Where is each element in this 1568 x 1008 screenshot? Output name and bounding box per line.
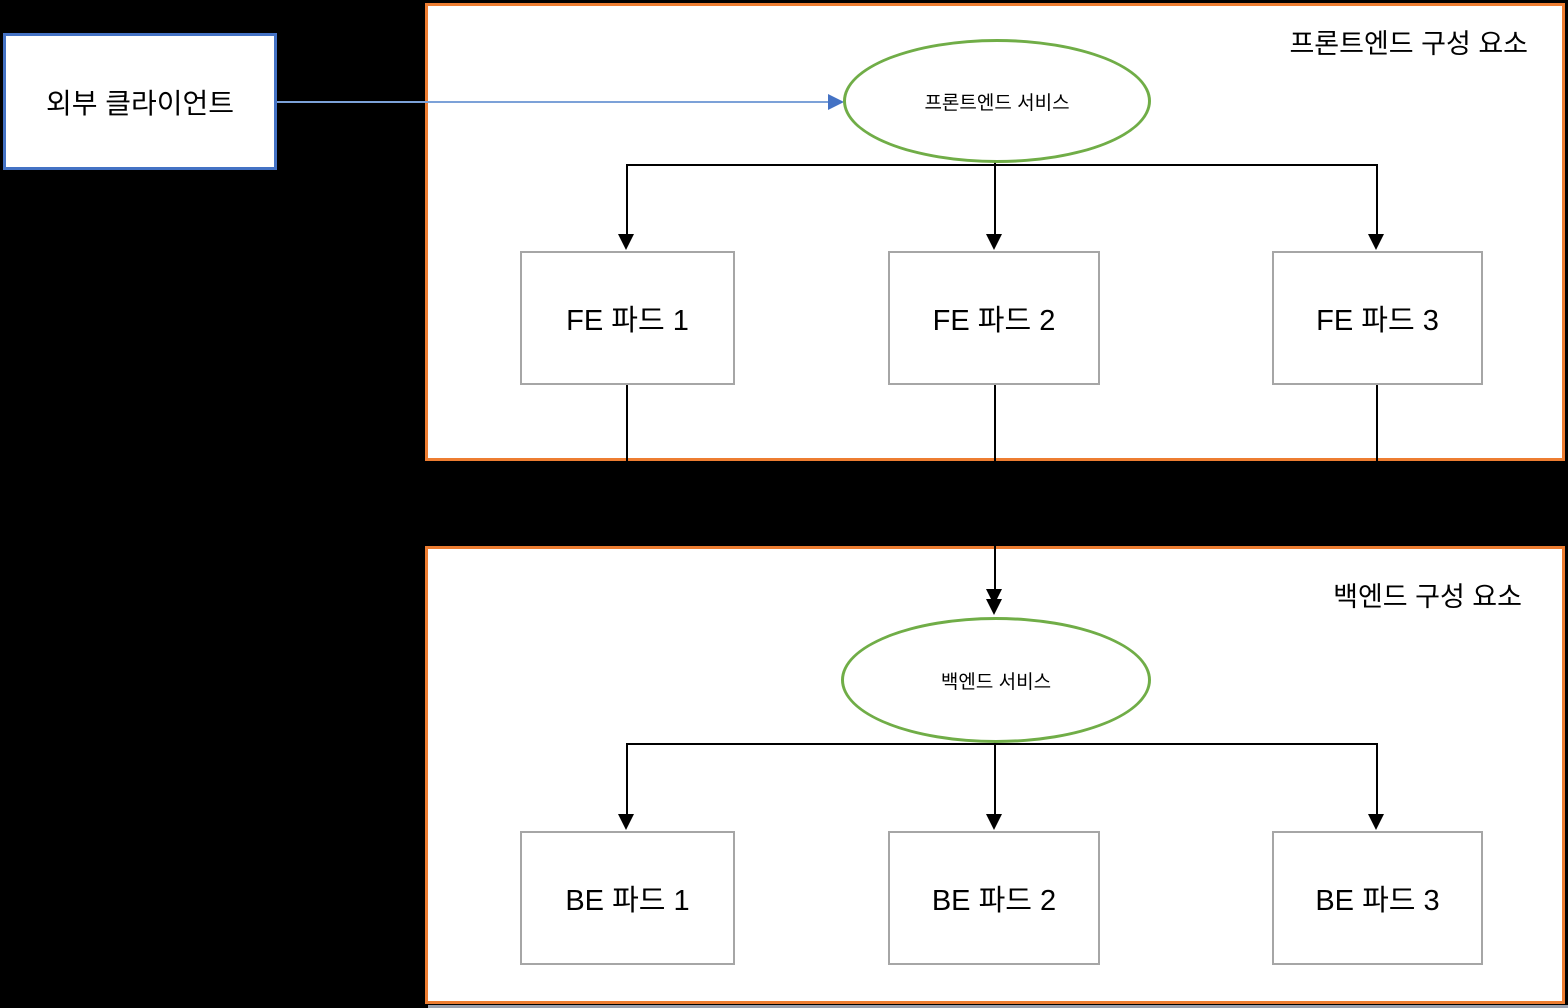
backend-service-label: 백엔드 서비스 <box>940 671 1052 693</box>
arrowhead-down-icon <box>618 814 634 830</box>
fe-pod-2-box: FE 파드 2 <box>888 251 1100 385</box>
fe-pod-1-box: FE 파드 1 <box>520 251 735 385</box>
fe-pod2-to-backend-line <box>994 385 996 604</box>
fe-pod-3-label: FE 파드 3 <box>1316 305 1439 337</box>
be-pod-2-box: BE 파드 2 <box>888 831 1100 965</box>
be-pod-2-label: BE 파드 2 <box>931 885 1057 917</box>
frontend-service-label: 프론트엔드 서비스 <box>924 92 1070 114</box>
external-client-box: 외부 클라이언트 <box>3 33 277 170</box>
arrowhead-down-icon <box>1368 234 1384 250</box>
fe-pod-1-label: FE 파드 1 <box>566 305 689 337</box>
arrowhead-down-icon <box>986 814 1002 830</box>
fe-pod3-down-line <box>1376 385 1378 461</box>
arrowhead-right-icon <box>828 94 844 110</box>
be-pod-3-box: BE 파드 3 <box>1272 831 1483 965</box>
arrowhead-down-icon <box>986 599 1002 615</box>
frontend-service-ellipse: 프론트엔드 서비스 <box>843 39 1151 163</box>
be-pod-1-label: BE 파드 1 <box>565 885 690 917</box>
backend-service-ellipse: 백엔드 서비스 <box>841 617 1151 743</box>
backend-branch-line-pod3 <box>1376 743 1378 814</box>
fe-pod1-down-line <box>626 385 628 461</box>
arrowhead-down-icon <box>986 234 1002 250</box>
client-to-frontend-connector-line <box>277 101 828 103</box>
frontend-branch-horizontal-line <box>627 164 1378 166</box>
arrowhead-down-icon <box>618 234 634 250</box>
external-client-label: 외부 클라이언트 <box>45 87 235 119</box>
backend-branch-line-pod2 <box>994 741 996 814</box>
fe-pod-2-label: FE 파드 2 <box>932 305 1056 337</box>
be-pod-3-label: BE 파드 3 <box>1315 885 1440 917</box>
arrowhead-down-icon <box>1368 814 1384 830</box>
frontend-branch-line-pod1 <box>626 164 628 234</box>
be-pod-1-box: BE 파드 1 <box>520 831 735 965</box>
frontend-container-title: 프론트엔드 구성 요소 <box>1289 29 1528 59</box>
backend-branch-line-pod1 <box>626 743 628 814</box>
backend-branch-horizontal-line <box>627 743 1378 745</box>
fe-pod-3-box: FE 파드 3 <box>1272 251 1483 385</box>
bottom-edge-clipped-strip <box>428 1005 1568 1008</box>
frontend-branch-line-pod3 <box>1376 164 1378 234</box>
frontend-branch-line-pod2 <box>994 161 996 234</box>
backend-container-title: 백엔드 구성 요소 <box>1333 582 1522 612</box>
